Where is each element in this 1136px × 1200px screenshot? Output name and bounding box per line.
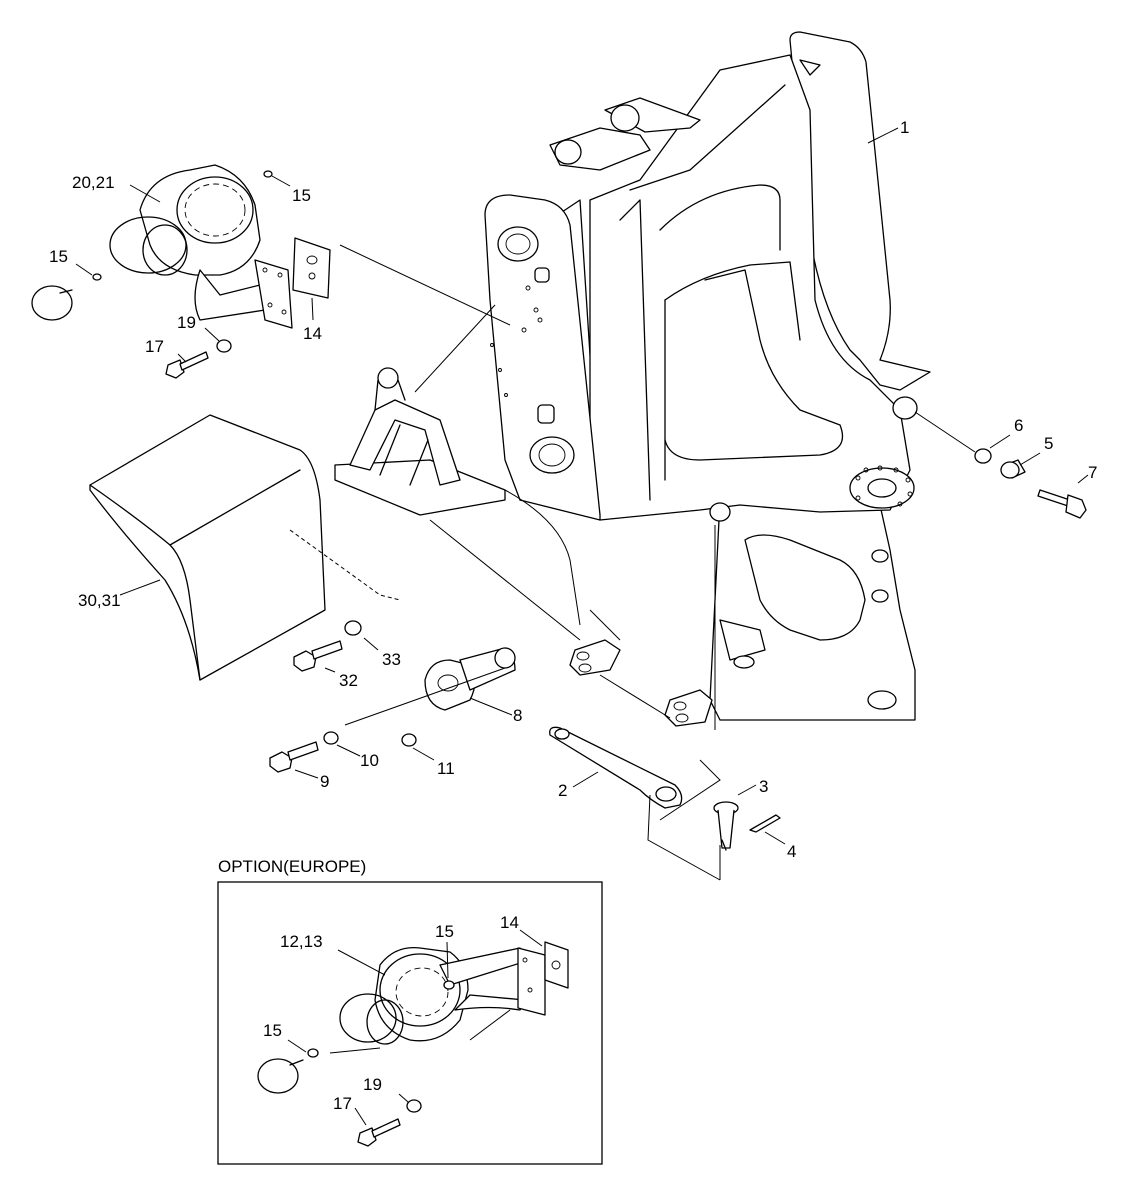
bolt-7 [1037, 489, 1087, 519]
pin-3 [713, 801, 739, 851]
swing-bracket [484, 31, 931, 721]
callout-30-31: 30,31 [78, 591, 121, 610]
lamp-assembly-top [31, 164, 331, 379]
option-callout-19: 19 [363, 1075, 382, 1094]
callout-7: 7 [1088, 463, 1097, 482]
lug-upper [569, 639, 621, 676]
option-callout-15-top: 15 [435, 922, 454, 941]
callout-33: 33 [382, 650, 401, 669]
option-callout-14: 14 [500, 913, 519, 932]
lamp-assembly-option [257, 941, 569, 1147]
callout-20-21: 20,21 [72, 173, 115, 192]
callout-6: 6 [1014, 416, 1023, 435]
callout-2: 2 [558, 781, 567, 800]
pin-assembly [401, 647, 516, 747]
lug-lower [664, 689, 713, 727]
callout-5: 5 [1044, 434, 1053, 453]
option-callout-12-13: 12,13 [280, 932, 323, 951]
callout-15-top: 15 [292, 186, 311, 205]
bolt-32 [293, 640, 343, 672]
callout-1: 1 [900, 118, 909, 137]
callout-32: 32 [339, 671, 358, 690]
link-rod [549, 726, 683, 809]
washer-10 [323, 731, 339, 745]
option-box [217, 881, 603, 1165]
callout-9: 9 [320, 772, 329, 791]
callout-3: 3 [759, 777, 768, 796]
clip-4 [749, 814, 781, 833]
option-box-title: OPTION(EUROPE) [218, 857, 366, 876]
bolt-9 [269, 741, 319, 773]
callout-8: 8 [513, 706, 522, 725]
cover-panel [89, 414, 326, 681]
callout-10: 10 [360, 751, 379, 770]
cover-bracket [334, 367, 506, 516]
callout-11: 11 [437, 759, 455, 778]
washer-6 [974, 448, 992, 464]
collar-5 [1000, 459, 1026, 479]
callout-17: 17 [145, 337, 164, 356]
washer-33 [344, 620, 362, 636]
callout-4: 4 [787, 842, 796, 861]
callout-14: 14 [303, 324, 322, 343]
option-callout-17: 17 [333, 1094, 352, 1113]
option-callout-15-left: 15 [263, 1021, 282, 1040]
callout-15-left: 15 [49, 247, 68, 266]
callout-19: 19 [177, 313, 196, 332]
